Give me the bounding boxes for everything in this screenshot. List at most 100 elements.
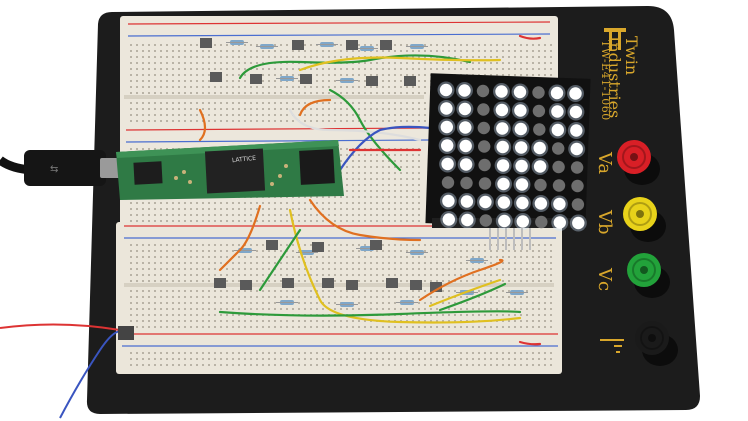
led-dot <box>497 177 510 191</box>
ic-chip <box>370 240 382 250</box>
ic-chip <box>240 280 252 290</box>
led-dot <box>571 179 584 193</box>
binding-post[interactable] <box>635 321 678 366</box>
ic-chip <box>386 278 398 288</box>
ic-chip <box>214 278 226 288</box>
ic-chip <box>282 278 294 288</box>
ic-chip <box>366 76 378 86</box>
led-dot <box>569 87 582 100</box>
led-dot <box>572 216 585 230</box>
led-dot <box>478 140 491 153</box>
ic-chip <box>210 72 222 82</box>
ic-chip <box>300 74 312 84</box>
ic-chip <box>292 40 304 50</box>
led-dot <box>477 121 490 135</box>
ic-chip <box>430 282 442 292</box>
ic-chip <box>200 38 212 48</box>
led-dot <box>459 121 472 134</box>
led-dot <box>515 178 529 191</box>
resistor <box>336 78 358 83</box>
led-dot <box>514 122 527 136</box>
led-dot <box>533 123 546 136</box>
led-dot <box>552 179 566 192</box>
post-label-vb: Vb <box>594 210 615 235</box>
led-dot <box>458 84 471 97</box>
usb-cable: ⇆ <box>0 150 120 186</box>
post-label-va: Va <box>594 152 615 175</box>
resistor <box>406 250 428 255</box>
power-wires <box>0 323 134 419</box>
jumper-wires <box>198 34 542 346</box>
led-dot <box>441 176 455 189</box>
resistor <box>356 46 378 51</box>
binding-post[interactable] <box>627 253 670 298</box>
resistor <box>276 76 298 81</box>
led-dot <box>479 195 492 209</box>
led-dot <box>533 141 546 155</box>
fpga-module <box>116 140 344 200</box>
led-dot <box>534 178 547 192</box>
binding-post[interactable] <box>617 140 660 185</box>
led-dot <box>459 139 472 153</box>
led-dot <box>496 122 509 135</box>
led-dot <box>516 196 529 210</box>
led-dot <box>553 197 566 211</box>
led-dot <box>461 213 474 227</box>
ground-icon <box>600 339 624 353</box>
led-dot <box>553 216 566 229</box>
ic-chip <box>250 74 262 84</box>
resistor <box>316 42 338 47</box>
led-dot <box>478 177 492 190</box>
led-dot <box>498 214 511 228</box>
led-dot <box>442 213 455 226</box>
resistor <box>506 290 528 295</box>
ic-chip <box>346 280 358 290</box>
led-dot <box>495 85 508 98</box>
binding-post[interactable] <box>623 197 666 242</box>
brand-name-line1: Twin <box>622 36 641 76</box>
led-dot <box>441 157 454 171</box>
led-dot <box>460 176 473 190</box>
led-dot <box>497 196 511 209</box>
ic-chip <box>266 240 278 250</box>
led-dot <box>569 105 583 119</box>
led-dot <box>533 160 547 173</box>
led-dot <box>535 215 548 229</box>
led-matrix <box>425 73 591 250</box>
led-dot <box>552 142 565 155</box>
led-dot <box>552 160 565 174</box>
ic-chip <box>410 280 422 290</box>
resistor <box>406 44 428 49</box>
led-dot <box>496 159 510 172</box>
resistor <box>296 250 318 255</box>
resistor <box>336 302 358 307</box>
ic-chip <box>380 40 392 50</box>
led-dot <box>570 142 583 156</box>
led-dot <box>440 102 453 115</box>
post-label-vc: Vc <box>594 268 615 292</box>
led-dot <box>571 198 585 211</box>
led-dot <box>551 105 564 118</box>
resistor <box>396 300 418 305</box>
led-dot <box>514 104 527 117</box>
led-dot <box>515 141 528 154</box>
ic-chip <box>404 76 416 86</box>
led-dot <box>550 86 564 100</box>
led-dot <box>479 214 492 227</box>
led-dot <box>570 161 584 174</box>
led-dot <box>513 85 527 99</box>
led-dot <box>460 195 474 208</box>
binding-posts <box>617 140 678 366</box>
led-dot <box>534 197 548 210</box>
led-dot <box>551 123 564 137</box>
led-dot <box>570 124 583 137</box>
resistor <box>226 40 248 45</box>
led-dot <box>532 86 545 99</box>
twin-industries-logo-icon <box>604 28 626 50</box>
led-dot <box>440 120 453 134</box>
led-dot <box>516 215 529 228</box>
ic-chip <box>346 40 358 50</box>
resistor <box>276 300 298 305</box>
led-dot <box>439 83 453 97</box>
